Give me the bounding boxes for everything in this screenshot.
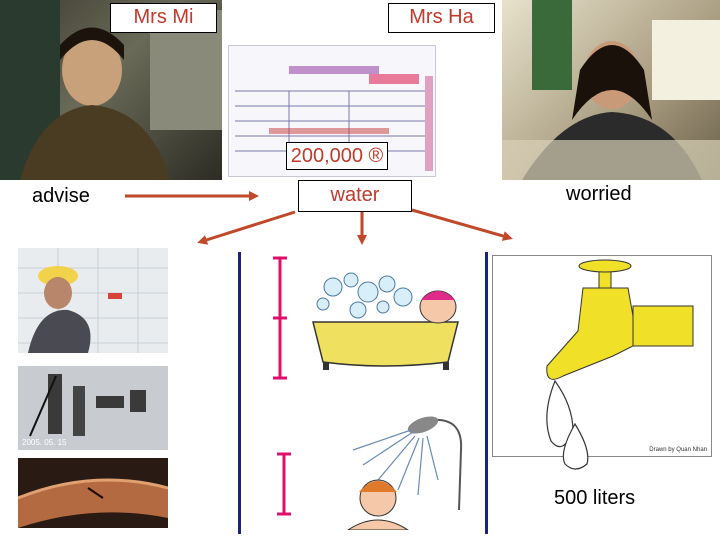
- copper-pipe-scene: [18, 478, 168, 528]
- water-label: water: [298, 180, 412, 212]
- bathtub-drawing: [312, 272, 459, 370]
- arrow-water-to-left: [197, 210, 296, 245]
- mrs-mi-label: Mrs Mi: [110, 3, 217, 33]
- tap-illustration: Drawn by Quan Nhan: [492, 255, 712, 457]
- plumber-scene: [18, 248, 168, 353]
- pipes-date-stamp: 2005. 05. 15: [22, 438, 67, 447]
- divider-left: [238, 252, 241, 534]
- tap-drawing: [546, 259, 694, 448]
- tap-caption: Drawn by Quan Nhan: [649, 447, 707, 453]
- liters-label: 500 liters: [554, 487, 636, 509]
- price-text: 200,000 ®: [290, 145, 384, 167]
- photo-plumber: [18, 248, 168, 353]
- water-text: water: [330, 184, 380, 206]
- divider-right: [485, 252, 488, 534]
- mrs-ha-text: Mrs Ha: [409, 6, 474, 28]
- mrs-ha-label: Mrs Ha: [388, 3, 495, 33]
- mrs-mi-text: Mrs Mi: [133, 6, 194, 28]
- shower-drawing: [347, 416, 463, 530]
- photo-mrs-ha: [502, 0, 720, 180]
- mrs-mi-figure: [0, 0, 222, 180]
- worried-label: worried: [566, 183, 632, 205]
- brackets: [273, 256, 291, 516]
- bathtub-illustration: [303, 262, 468, 372]
- mrs-ha-figure: [502, 0, 720, 180]
- photo-pipes: 2005. 05. 15: [18, 366, 168, 450]
- pipes-scene: [29, 374, 146, 437]
- price-label: 200,000 ®: [286, 142, 388, 170]
- photo-copper-pipe: [18, 458, 168, 528]
- arrow-water-to-right: [411, 208, 513, 241]
- bill-lines: [229, 46, 435, 176]
- shower-illustration: [323, 410, 478, 530]
- advise-label: advise: [32, 185, 90, 207]
- water-drop-icon: [562, 422, 589, 470]
